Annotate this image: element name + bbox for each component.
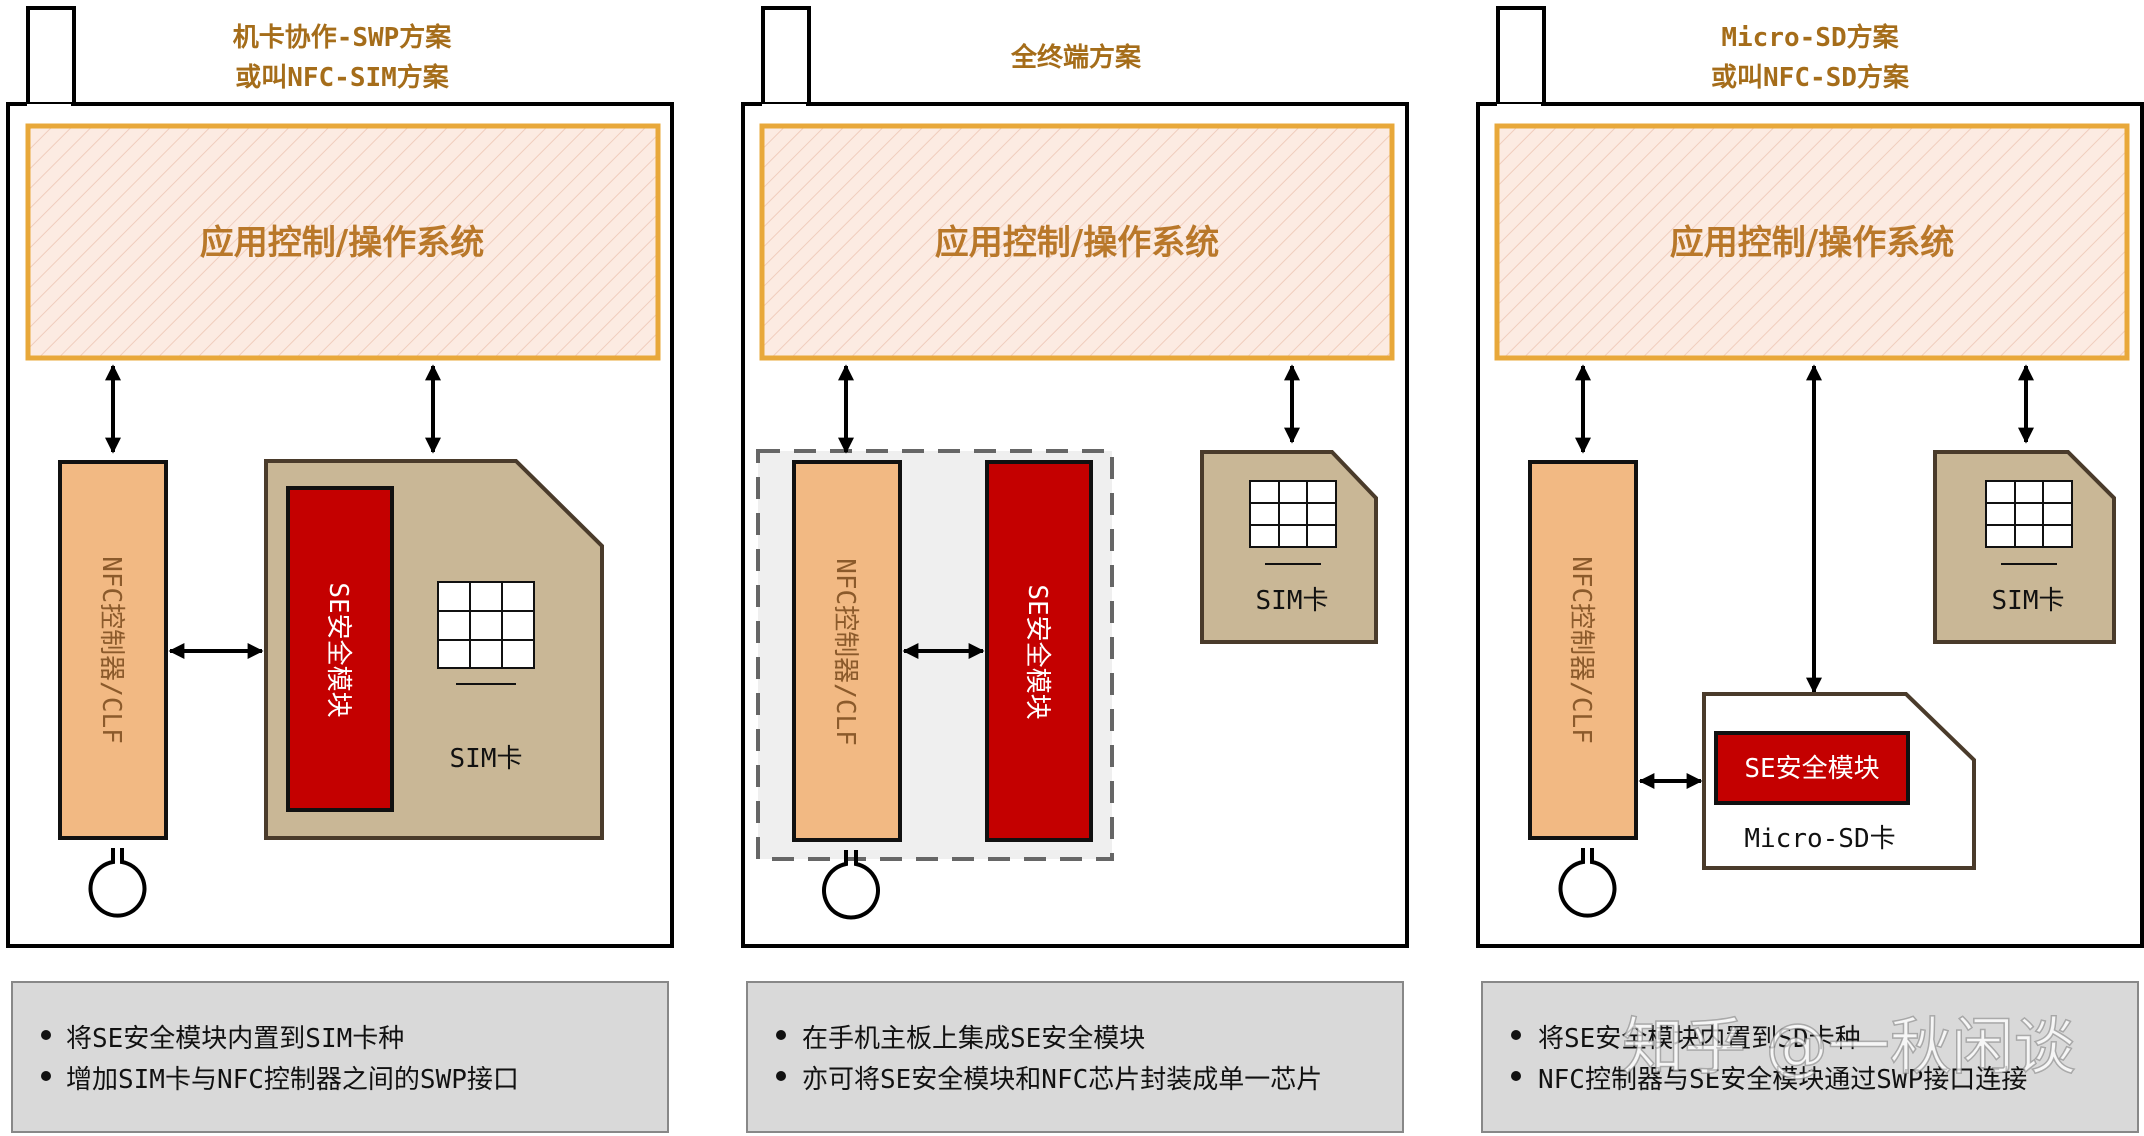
os-box	[25, 123, 661, 361]
nfc-controller-label: NFC控制器/CLF	[1566, 556, 1596, 744]
antenna-joint	[1497, 104, 1541, 112]
panel-micro-sd: Micro-SD方案 或叫NFC-SD方案 应用控制/操作系统 NFC控制器/C…	[1476, 6, 2144, 1133]
se-module-label: SE安全模块	[323, 582, 353, 717]
watermark: 知乎 @一秋闲谈	[1622, 1010, 2076, 1083]
antenna-loop-icon	[88, 848, 147, 918]
panel-title-line1: 机卡协作-SWP方案	[233, 22, 453, 53]
panel-title-line1: Micro-SD方案	[1721, 22, 1899, 53]
panel-full-terminal: 全终端方案 应用控制/操作系统 NFC控制器/CLF SE安全模块 SIM卡 在…	[741, 6, 1409, 1133]
sim-chip-icon	[437, 581, 535, 685]
bullet-icon	[1511, 1071, 1521, 1081]
note-item: 在手机主板上集成SE安全模块	[802, 1024, 1145, 1054]
micro-sd-label: Micro-SD卡	[1744, 824, 1895, 854]
panel-title-line1: 全终端方案	[1010, 42, 1142, 73]
note-item: 将SE安全模块内置到SD卡种	[1538, 1024, 1861, 1054]
se-module-box	[286, 486, 394, 812]
antenna-loop-icon	[1558, 848, 1617, 918]
sim-chip-icon	[1985, 480, 2073, 565]
sim-chip-icon	[1249, 480, 1337, 565]
panel-swp: 机卡协作-SWP方案 或叫NFC-SIM方案 应用控制/操作系统 NFC控制器/…	[6, 6, 674, 1133]
bullet-icon	[776, 1030, 786, 1040]
se-module-label: SE安全模块	[1022, 584, 1052, 719]
se-module-box	[985, 460, 1093, 842]
panel-title-line2: 或叫NFC-SD方案	[1711, 62, 1910, 93]
antenna-loop-icon	[822, 850, 880, 920]
panel-title-line2: 或叫NFC-SIM方案	[235, 62, 450, 93]
sim-card-label: SIM卡	[1992, 586, 2065, 616]
note-item: 增加SIM卡与NFC控制器之间的SWP接口	[66, 1065, 519, 1095]
phone-antenna	[761, 6, 811, 110]
note-item: 亦可将SE安全模块和NFC芯片封装成单一芯片	[802, 1065, 1322, 1095]
nfc-controller-box	[1528, 460, 1638, 840]
os-box	[1494, 123, 2130, 361]
phone-antenna	[26, 6, 76, 110]
notes-box	[11, 981, 669, 1133]
se-module-box	[1714, 731, 1910, 805]
sim-card-label: SIM卡	[1256, 586, 1329, 616]
nfc-controller-label: NFC控制器/CLF	[96, 556, 126, 744]
os-label: 应用控制/操作系统	[1670, 223, 1954, 263]
os-label: 应用控制/操作系统	[200, 223, 484, 263]
se-module-label: SE安全模块	[1744, 754, 1879, 784]
os-label: 应用控制/操作系统	[935, 223, 1219, 263]
nfc-controller-box	[58, 460, 168, 840]
bullet-icon	[41, 1030, 51, 1040]
note-item: 将SE安全模块内置到SIM卡种	[66, 1024, 404, 1054]
notes-box	[746, 981, 1404, 1133]
note-item: NFC控制器与SE安全模块通过SWP接口连接	[1538, 1065, 2027, 1095]
bullet-icon	[1511, 1030, 1521, 1040]
os-box	[759, 123, 1395, 361]
bullet-icon	[776, 1071, 786, 1081]
notes-box	[1481, 981, 2139, 1133]
antenna-joint	[27, 104, 71, 112]
sim-card-label: SIM卡	[450, 744, 523, 774]
nfc-controller-label: NFC控制器/CLF	[830, 558, 860, 746]
antenna-joint	[762, 104, 806, 112]
phone-antenna	[1496, 6, 1546, 110]
bullet-icon	[41, 1071, 51, 1081]
nfc-controller-box	[792, 460, 902, 842]
